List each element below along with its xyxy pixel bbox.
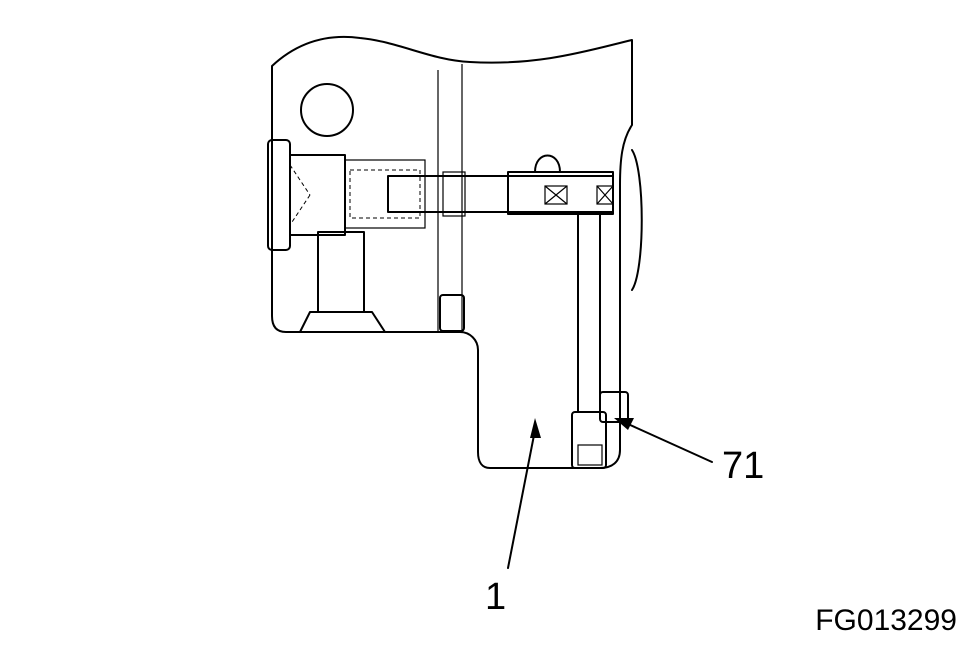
leader-arrow-1 xyxy=(530,418,541,438)
leader-line-71 xyxy=(627,423,713,463)
bore-circle xyxy=(300,83,354,137)
fitting-hidden-line-2 xyxy=(289,194,311,226)
fitting-hidden-line xyxy=(289,164,311,196)
bottom-fitting xyxy=(571,411,607,469)
vertical-tube xyxy=(577,211,601,413)
spool-dome xyxy=(534,154,561,173)
housing-outline xyxy=(271,35,633,469)
x-marker-right-cross xyxy=(596,185,614,205)
callout-label-1: 1 xyxy=(485,576,507,618)
x-marker-right xyxy=(596,185,614,205)
lower-port-stem xyxy=(317,231,365,313)
bottom-fitting-cap xyxy=(577,444,603,466)
right-bulge xyxy=(631,149,643,291)
x-marker-left xyxy=(544,185,568,205)
center-fitting xyxy=(439,294,465,332)
leader-arrow-71 xyxy=(614,418,634,430)
figure-id: FG013299 xyxy=(815,604,957,637)
lower-port-base xyxy=(299,311,386,333)
spool-collar xyxy=(442,171,466,217)
fitting-body xyxy=(344,159,426,229)
x-marker-left-cross xyxy=(544,185,568,205)
fitting-hex xyxy=(289,154,346,236)
part-71-fitting xyxy=(599,391,629,423)
spool-shaft xyxy=(387,175,614,213)
callout-label-71: 71 xyxy=(722,445,765,487)
fitting-thread xyxy=(349,169,421,219)
leader-line-1 xyxy=(507,429,536,569)
